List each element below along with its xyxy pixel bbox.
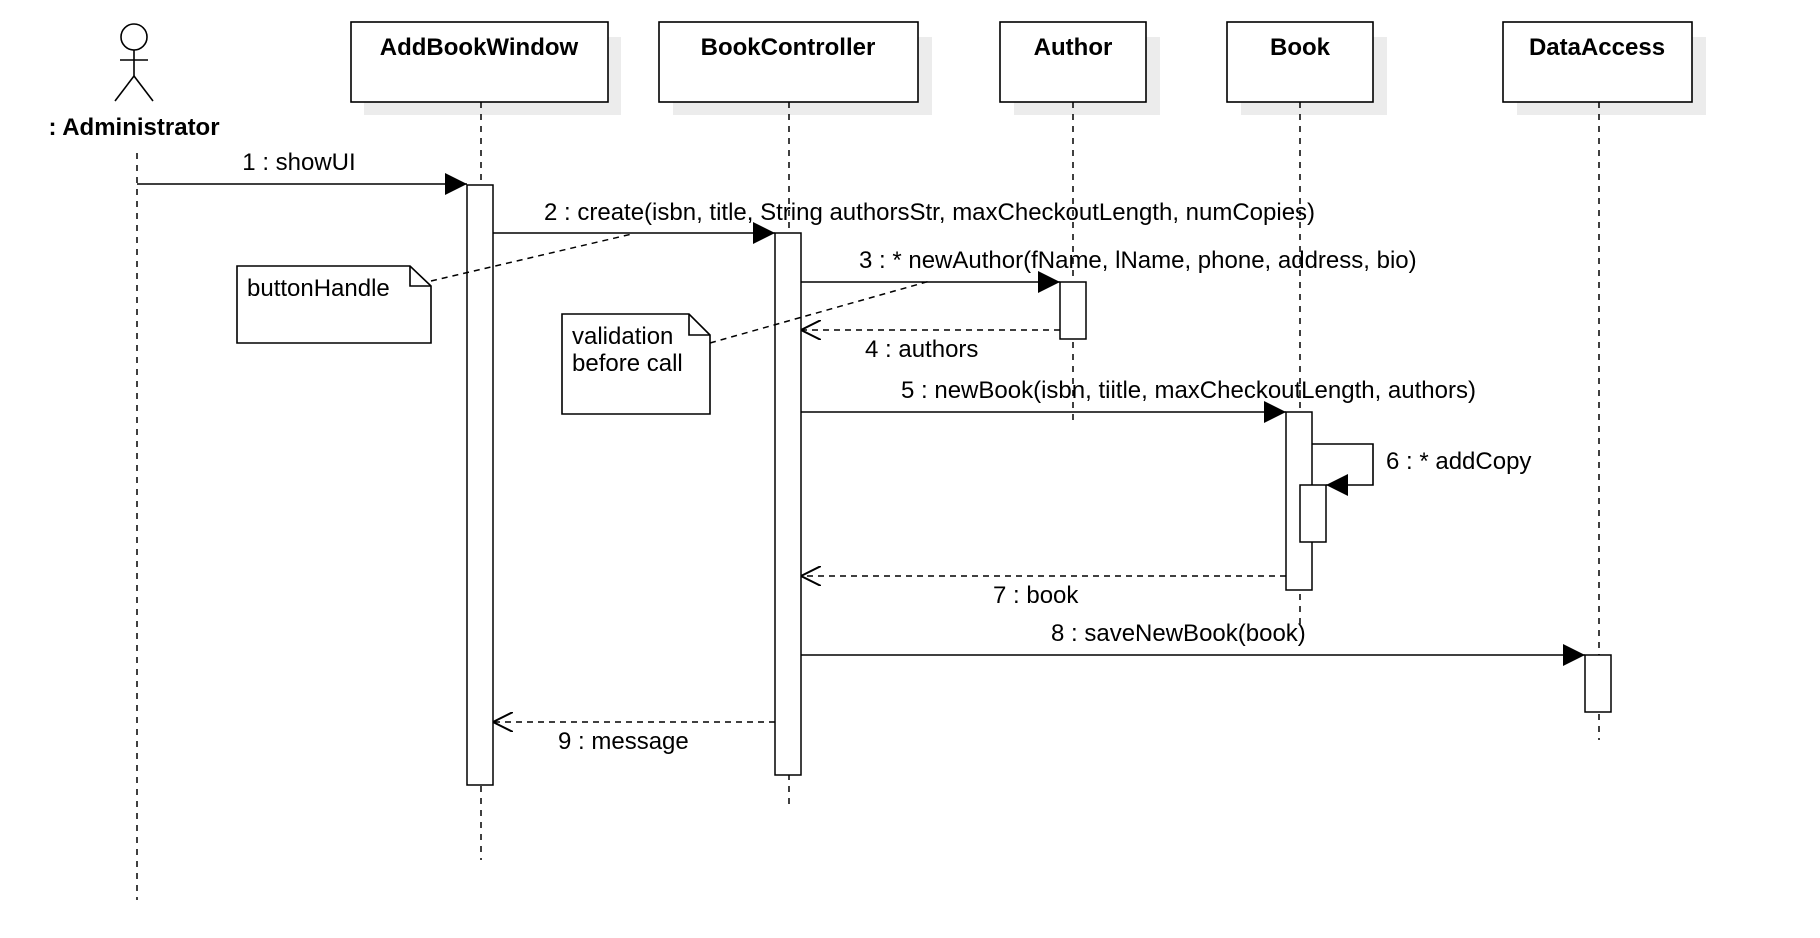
note-text: buttonHandle [247,275,390,302]
lifeline-head-box [1226,21,1374,103]
actor-label: : Administrator [48,114,219,141]
actor-administrator[interactable]: : Administrator [48,23,220,141]
lifeline-head-box [658,21,919,103]
note-anchor-line [430,233,633,282]
message-self-arrow [1312,443,1374,496]
message-label: 2 : create(isbn, title, String authorsSt… [544,199,1315,226]
activation-bar-author [1059,281,1087,340]
message-2-create[interactable]: 2 : create(isbn, title, String authorsSt… [493,199,1315,244]
lifeline-head-box [1502,21,1693,103]
note-text-line-1: validation [572,323,673,350]
message-4-authors[interactable]: 4 : authors [801,330,1060,363]
lifeline-label: Author [1034,34,1113,61]
message-5-newbook[interactable]: 5 : newBook(isbn, tiitle, maxCheckoutLen… [801,377,1476,423]
message-7-book[interactable]: 7 : book [801,576,1286,609]
message-8-savenewbook[interactable]: 8 : saveNewBook(book) [801,620,1585,666]
note-buttonhandle[interactable]: buttonHandle [236,233,633,344]
lifeline-book[interactable]: Book [1226,21,1387,625]
activation-bar-dataaccess [1584,654,1612,713]
note-anchor-line [709,280,931,344]
message-label: 1 : showUI [242,149,355,176]
lifeline-label: AddBookWindow [380,34,579,61]
lifeline-label: BookController [701,34,876,61]
message-label: 4 : authors [865,336,978,363]
message-3-newauthor[interactable]: 3 : * newAuthor(fName, lName, phone, add… [801,247,1417,293]
lifeline-label: Book [1270,34,1331,61]
activation-bar-bookcontroller [774,232,802,776]
lifeline-author[interactable]: Author [999,21,1160,425]
message-label: 9 : message [558,728,689,755]
lifeline-addbookwindow[interactable]: AddBookWindow [350,21,621,860]
note-text-line-2: before call [572,350,683,377]
note-validation[interactable]: validation before call [561,280,931,415]
actor-stick-figure-icon [114,23,154,102]
activation-bar-book-addcopy [1299,484,1327,543]
message-1-showui[interactable]: 1 : showUI [137,149,467,195]
message-label: 7 : book [993,582,1079,609]
lifeline-label: DataAccess [1529,34,1665,61]
message-6-addcopy[interactable]: 6 : * addCopy [1312,443,1531,496]
message-label: 3 : * newAuthor(fName, lName, phone, add… [859,247,1417,274]
lifeline-bookcontroller[interactable]: BookController [658,21,932,805]
lifeline-head-box [999,21,1147,103]
activation-bar-addbookwindow [466,184,494,786]
lifeline-dataaccess[interactable]: DataAccess [1502,21,1706,740]
message-9-message[interactable]: 9 : message [493,722,775,755]
message-label: 8 : saveNewBook(book) [1051,620,1306,647]
lifeline-head-box [350,21,609,103]
message-label: 6 : * addCopy [1386,448,1531,475]
message-label: 5 : newBook(isbn, tiitle, maxCheckoutLen… [901,377,1476,404]
